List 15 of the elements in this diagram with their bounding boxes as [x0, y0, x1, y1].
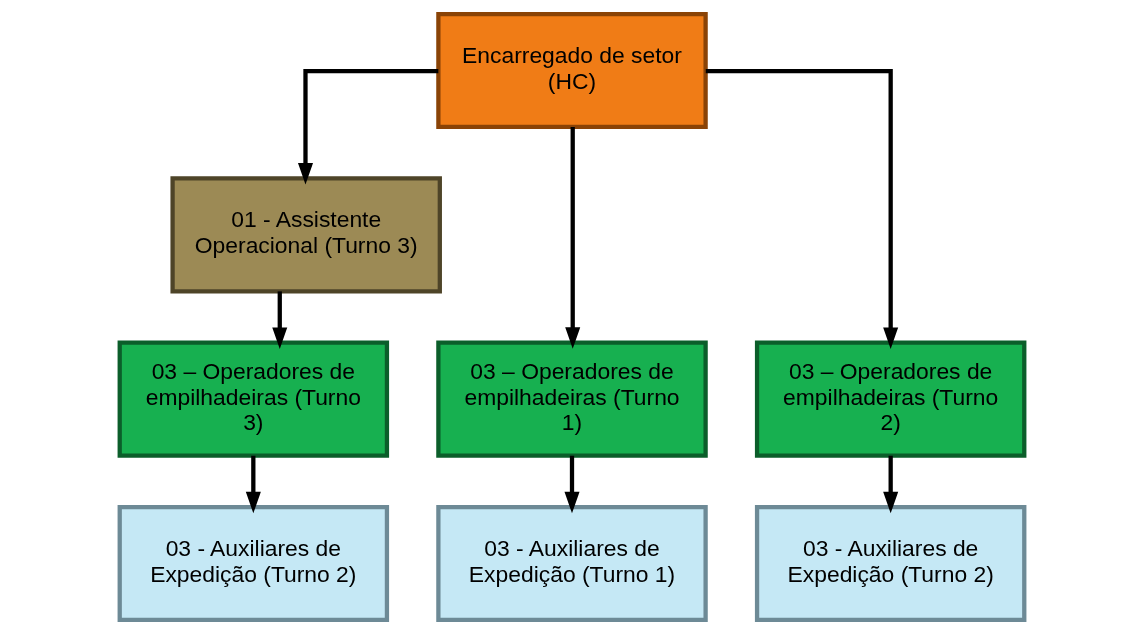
node-box: 03 - Auxiliares de Expedição (Turno 2) — [117, 504, 389, 623]
arrow — [297, 69, 438, 185]
node-box: 03 – Operadores de empilhadeiras (Turno 3) — [117, 340, 389, 458]
node-box: 01 - Assistente Operacional (Turno 3) — [169, 176, 442, 294]
node-box: 03 - Auxiliares de Expedição (Turno 1) — [435, 504, 708, 623]
arrow — [882, 455, 898, 514]
arrow — [705, 69, 898, 349]
node-box: Encarregado de setor (HC) — [435, 11, 708, 130]
arrow — [245, 455, 261, 514]
node-box: 03 – Operadores de empilhadeiras (Turno 2) — [754, 340, 1026, 458]
node-box: 03 – Operadores de empilhadeiras (Turno 1) — [435, 340, 708, 458]
arrow — [564, 127, 580, 349]
arrow — [271, 291, 287, 349]
arrow — [563, 455, 580, 514]
node-box: 03 - Auxiliares de Expedição (Turno 2) — [754, 504, 1026, 623]
